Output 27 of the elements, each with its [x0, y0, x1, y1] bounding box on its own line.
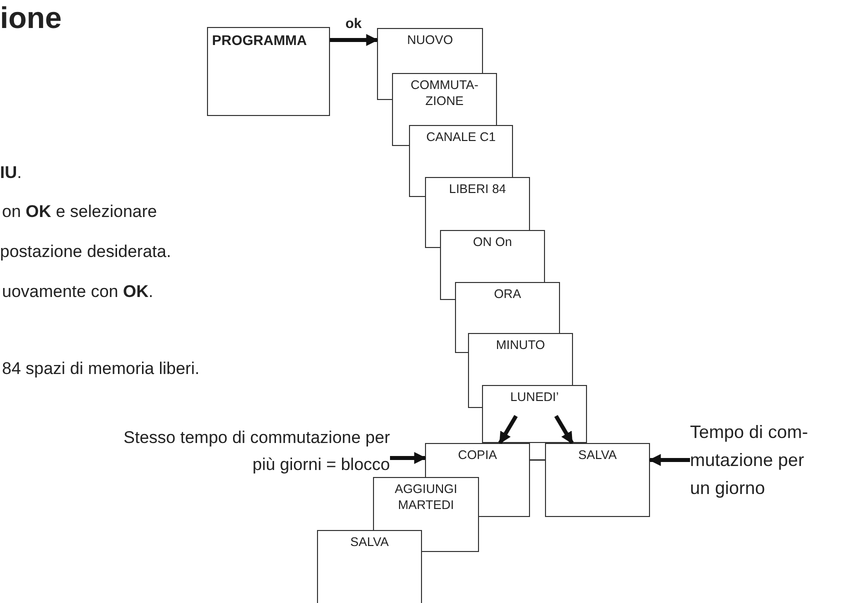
arrow	[390, 452, 426, 464]
arrow	[330, 34, 378, 46]
menu-box: LUNEDI’	[482, 385, 587, 443]
annotation-text: Stesso tempo di commutazione per più giorni = blocco	[100, 424, 390, 480]
arrow	[554, 414, 574, 444]
arrow	[648, 454, 690, 466]
edge-label: ok	[343, 16, 364, 30]
menu-box: AGGIUNGI MARTEDI	[373, 477, 479, 530]
annotation-text: Tempo di com- mutazione per un giorno	[690, 418, 812, 506]
menu-box: SALVA	[545, 443, 650, 517]
instruction-text: uovamente con OK.	[2, 281, 154, 302]
menu-box: CANALE C1	[409, 125, 513, 177]
menu-box: LIBERI 84	[425, 177, 530, 230]
heading: ione	[0, 1, 62, 37]
menu-box: NUOVO	[377, 28, 483, 73]
menu-box: COMMUTA- ZIONE	[392, 73, 497, 125]
instruction-text: 84 spazi di memoria liberi.	[2, 358, 200, 380]
menu-box: ORA	[455, 282, 560, 333]
menu-box: COPIA	[425, 443, 530, 477]
menu-box: ON On	[440, 230, 545, 282]
menu-box: MINUTO	[468, 333, 573, 385]
instruction-text: IU.	[0, 162, 22, 184]
instruction-text: postazione desiderata.	[0, 241, 172, 262]
arrow	[498, 414, 518, 444]
menu-box: PROGRAMMA	[207, 27, 330, 116]
menu-box: SALVA	[317, 530, 422, 603]
instruction-text: on OK e selezionare	[2, 201, 157, 222]
